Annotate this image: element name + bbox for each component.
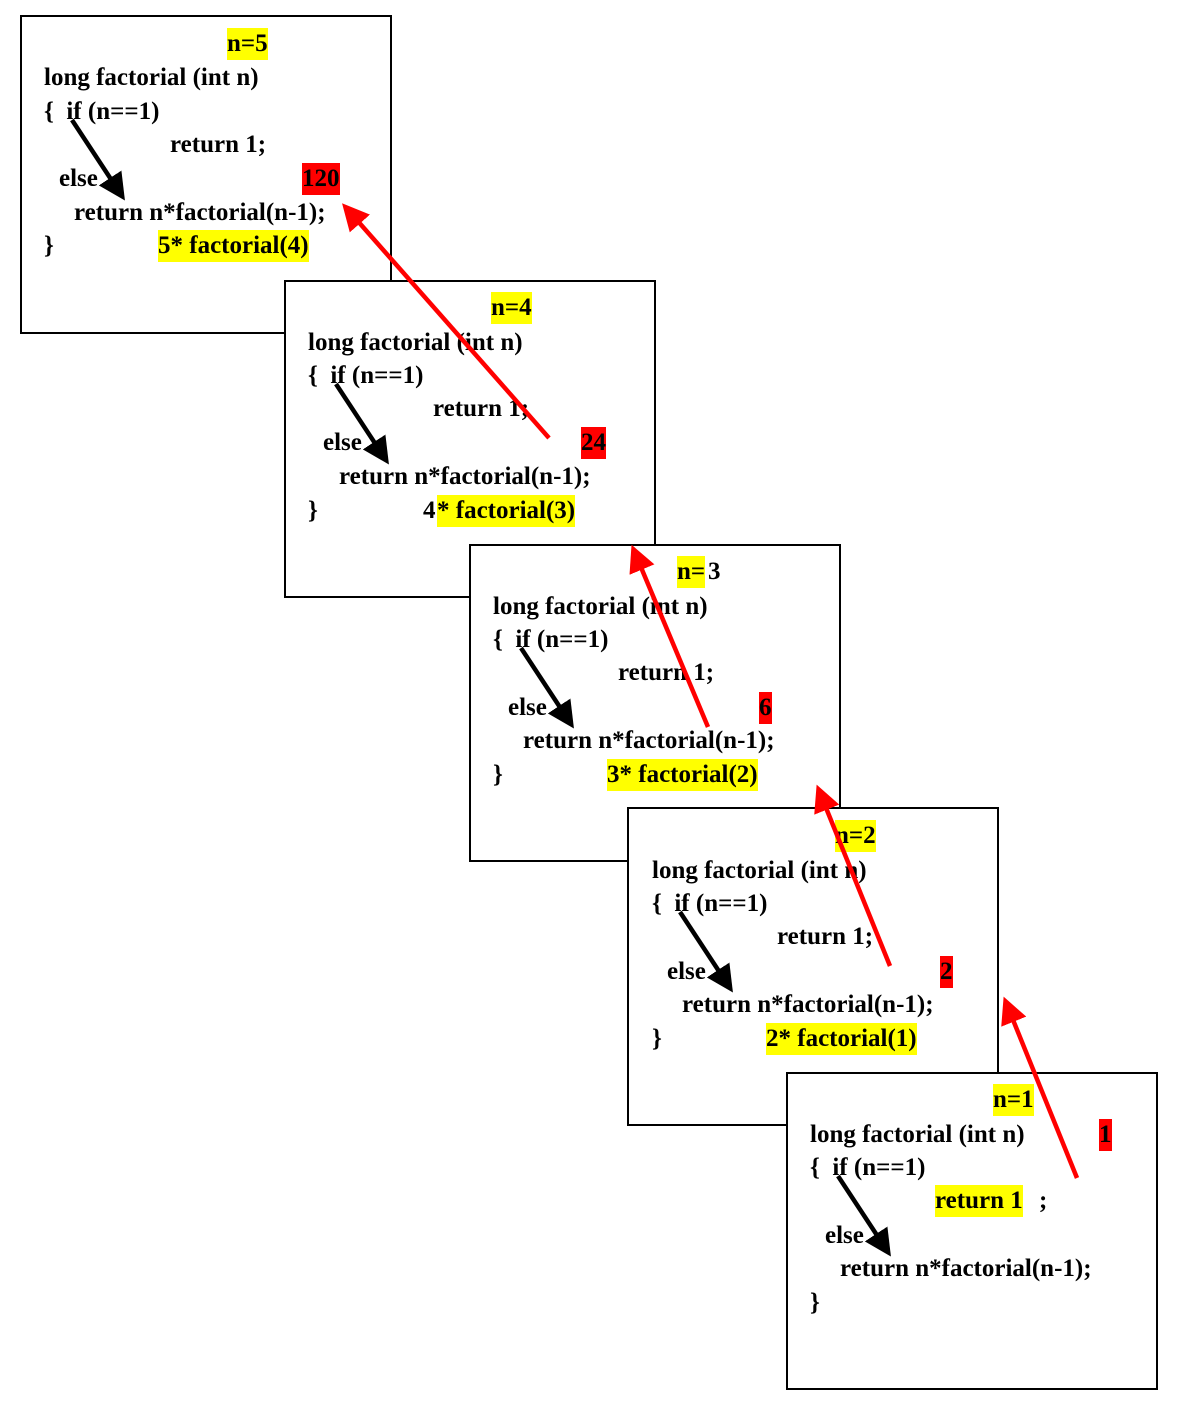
frame-n3-if-line: { if (n==1) <box>493 626 609 653</box>
frame-n1-if-line: { if (n==1) <box>810 1154 926 1181</box>
frame-n4-signature: long factorial (int n) <box>308 329 523 356</box>
frame-n3-n-value: 3 <box>708 558 721 585</box>
frame-n4-call-expr: * factorial(3) <box>437 495 576 527</box>
frame-n4-return-one: return 1; <box>433 395 530 422</box>
frame-n5-result: 120 <box>302 163 340 195</box>
frame-n4-close-brace: } <box>308 497 318 524</box>
frame-n3-recursive-return: return n*factorial(n-1); <box>523 727 775 754</box>
frame-n1-close-brace: } <box>810 1289 820 1316</box>
frame-n1-recursive-return: return n*factorial(n-1); <box>840 1255 1092 1282</box>
frame-n5-recursive-return: return n*factorial(n-1); <box>74 199 326 226</box>
frame-n1-else: else <box>825 1222 864 1249</box>
frame-n3-return-one: return 1; <box>618 659 715 686</box>
frame-n4-n-label: n=4 <box>491 292 532 324</box>
frame-n2-call-expr: 2* factorial(1) <box>766 1023 917 1055</box>
frame-n1-return-one-suffix: ; <box>1039 1187 1048 1214</box>
frame-n3-else: else <box>508 694 547 721</box>
frame-n3-signature: long factorial (int n) <box>493 593 708 620</box>
frame-n3-n-label: n= <box>677 556 706 588</box>
frame-n2-recursive-return: return n*factorial(n-1); <box>682 991 934 1018</box>
frame-n5-n-label: n=5 <box>227 28 268 60</box>
frame-n2-result: 2 <box>940 956 953 988</box>
frame-n4-call-prefix: 4 <box>423 497 436 524</box>
frame-n2-signature: long factorial (int n) <box>652 857 867 884</box>
frame-n2-n-label: n=2 <box>835 820 876 852</box>
frame-n5-close-brace: } <box>44 232 54 259</box>
frame-n4-result: 24 <box>581 427 606 459</box>
frame-n3-result: 6 <box>759 692 772 724</box>
frame-n4-else: else <box>323 429 362 456</box>
frame-n3-call-expr: 3* factorial(2) <box>607 759 758 791</box>
frame-n2-else: else <box>667 958 706 985</box>
frame-n5-signature: long factorial (int n) <box>44 64 259 91</box>
frame-n2-return-one: return 1; <box>777 923 874 950</box>
frame-n1-n-label: n=1 <box>993 1084 1034 1116</box>
frame-n2-close-brace: } <box>652 1025 662 1052</box>
frame-n1-return-one: return 1 <box>935 1185 1023 1217</box>
frame-n5-else: else <box>59 165 98 192</box>
frame-n4-recursive-return: return n*factorial(n-1); <box>339 463 591 490</box>
frame-n2-if-line: { if (n==1) <box>652 890 768 917</box>
frame-n1-result: 1 <box>1099 1119 1112 1151</box>
frame-n4-if-line: { if (n==1) <box>308 362 424 389</box>
frame-n1-signature: long factorial (int n) <box>810 1121 1025 1148</box>
frame-n5-if-line: { if (n==1) <box>44 98 160 125</box>
frame-n3-close-brace: } <box>493 761 503 788</box>
frame-n5-return-one: return 1; <box>170 131 267 158</box>
frame-n5-call-expr: 5* factorial(4) <box>158 230 309 262</box>
